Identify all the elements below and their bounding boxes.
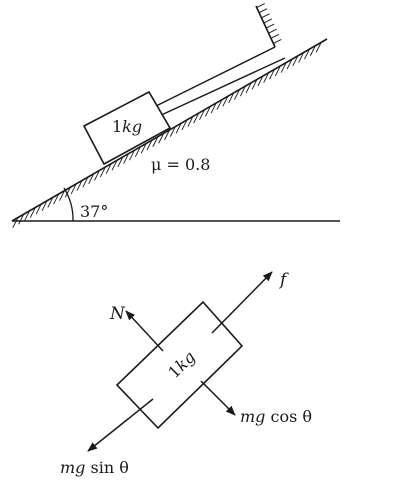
incline-block-label: 1kg — [112, 117, 142, 136]
free-body-figure: 1kg f mg sin θ N mg cos θ — [60, 270, 312, 477]
hatch-stroke — [266, 23, 275, 29]
hatch-stroke — [35, 203, 42, 215]
rope-line-lower — [156, 57, 286, 118]
hatch-stroke — [123, 153, 130, 164]
hatch-stroke — [263, 18, 273, 24]
hatch-stroke — [105, 163, 112, 174]
perpendicular-weight-arrow — [200, 380, 236, 416]
hatch-stroke — [158, 133, 165, 144]
hatch-stroke — [70, 183, 77, 195]
hatch-stroke — [258, 8, 268, 14]
parallel-weight-label: mg sin θ — [60, 458, 129, 477]
hatch-stroke — [286, 59, 293, 70]
hatch-stroke — [53, 193, 60, 205]
friction-force-arrow — [211, 271, 273, 334]
hatch-stroke — [94, 170, 100, 181]
hatch-stroke — [245, 82, 252, 94]
hatch-stroke — [268, 28, 277, 34]
hatch-stroke — [181, 119, 188, 131]
hatch-stroke — [315, 42, 322, 53]
free-body-block — [115, 300, 244, 430]
hatch-stroke — [304, 48, 310, 60]
hatch-stroke — [47, 197, 54, 208]
hatch-stroke — [117, 156, 124, 168]
normal-force-label: N — [109, 304, 126, 324]
hatch-stroke — [88, 173, 95, 185]
hatch-stroke — [152, 136, 159, 147]
hatch-stroke — [256, 3, 265, 8]
hatch-stroke — [169, 126, 176, 137]
hatch-stroke — [270, 33, 280, 39]
hatch-stroke — [273, 39, 282, 44]
hatch-stroke — [64, 187, 71, 198]
hatch-stroke — [280, 62, 287, 73]
hatch-stroke — [164, 129, 170, 141]
wall-hatching — [256, 3, 282, 44]
hatch-stroke — [12, 217, 19, 228]
hatch-stroke — [251, 79, 258, 90]
hatch-stroke — [239, 85, 246, 97]
hatch-stroke — [59, 190, 65, 201]
angle-label: 37° — [80, 202, 108, 221]
hatch-stroke — [210, 102, 217, 114]
hatch-stroke — [292, 55, 299, 67]
hatch-stroke — [204, 106, 211, 117]
hatch-stroke — [298, 52, 305, 63]
hatch-stroke — [187, 116, 194, 127]
hatch-stroke — [129, 150, 135, 161]
hatch-stroke — [263, 72, 270, 83]
wall-line — [255, 5, 276, 48]
hatch-stroke — [99, 166, 106, 178]
perpendicular-weight-label: mg cos θ — [240, 407, 312, 426]
hatch-stroke — [140, 143, 147, 154]
friction-coefficient-label: μ = 0.8 — [151, 155, 210, 174]
rope-line-upper — [151, 46, 276, 109]
hatch-stroke — [216, 99, 223, 110]
angle-arc — [63, 187, 74, 222]
hatch-stroke — [274, 65, 281, 77]
parallel-weight-arrow — [87, 398, 154, 452]
hatch-stroke — [193, 112, 200, 124]
incline-figure: 1kg μ = 0.8 37° — [11, 3, 340, 228]
hatch-stroke — [234, 89, 240, 100]
hatch-stroke — [261, 13, 270, 19]
incline-block — [82, 90, 172, 166]
hatch-stroke — [18, 214, 25, 225]
hatch-stroke — [269, 69, 275, 80]
hatch-stroke — [111, 160, 118, 171]
hatch-stroke — [134, 146, 141, 158]
hatch-stroke — [228, 92, 235, 104]
hatch-stroke — [146, 139, 153, 151]
hatch-stroke — [309, 45, 316, 56]
hatch-stroke — [82, 176, 89, 188]
hatch-stroke — [24, 210, 30, 222]
incline-hatching — [12, 42, 322, 228]
hatch-stroke — [41, 200, 48, 211]
hatch-stroke — [257, 75, 264, 87]
normal-force-arrow — [125, 310, 164, 352]
hatch-stroke — [76, 180, 83, 191]
hatch-stroke — [29, 207, 36, 218]
hatch-stroke — [222, 96, 229, 107]
friction-force-label: f — [278, 270, 289, 290]
hatch-stroke — [175, 123, 182, 134]
hatch-stroke — [199, 109, 205, 120]
